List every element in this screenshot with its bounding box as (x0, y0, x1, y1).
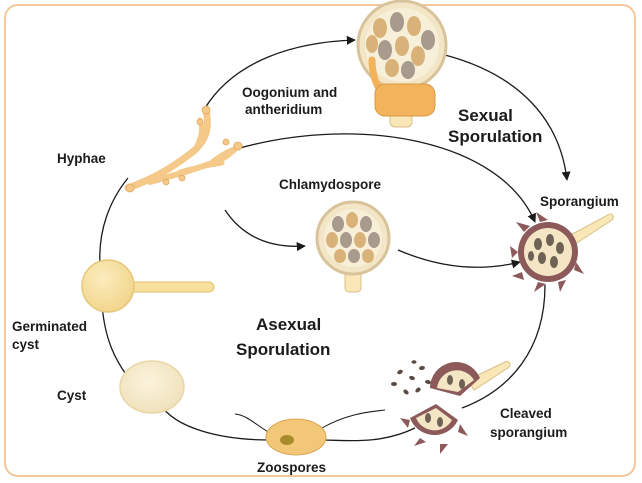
label-asexual-line1: Asexual (256, 315, 321, 334)
label-oogonium-line2: antheridium (245, 102, 322, 117)
arrow-germinated-to-hyphae (100, 178, 128, 265)
label-asexual-line2: Sporulation (236, 340, 330, 359)
label-hyphae: Hyphae (57, 151, 106, 166)
label-germinated-line2: cyst (12, 337, 40, 352)
arrow-chlamydospore-to-sporangium (398, 250, 520, 267)
arrow-cyst-to-germinated (102, 305, 130, 380)
arrow-cleaved-to-zoospores (322, 428, 415, 441)
label-sexual-line1: Sexual (458, 106, 513, 125)
zoospore-illustration (235, 410, 385, 455)
label-cleaved-line2: sporangium (490, 425, 567, 440)
sporangium-illustration (510, 212, 613, 292)
label-cleaved-line1: Cleaved (500, 406, 552, 421)
label-oogonium-line1: Oogonium and (242, 85, 337, 100)
cyst-illustration (120, 361, 184, 413)
label-sexual-line2: Sporulation (448, 127, 542, 146)
released-zoospores (391, 360, 431, 395)
hyphae-illustration (126, 106, 242, 192)
oogonium-illustration (358, 1, 446, 127)
label-cyst: Cyst (57, 388, 87, 403)
label-zoospores: Zoospores (257, 460, 326, 475)
label-chlamydospore: Chlamydospore (279, 177, 382, 192)
chlamydospore-illustration (317, 202, 389, 292)
germinated-cyst-illustration (82, 260, 214, 312)
arrow-hyphae-to-chlamydospore (225, 210, 305, 246)
label-germinated-line1: Germinated (12, 319, 87, 334)
label-sporangium: Sporangium (540, 194, 619, 209)
